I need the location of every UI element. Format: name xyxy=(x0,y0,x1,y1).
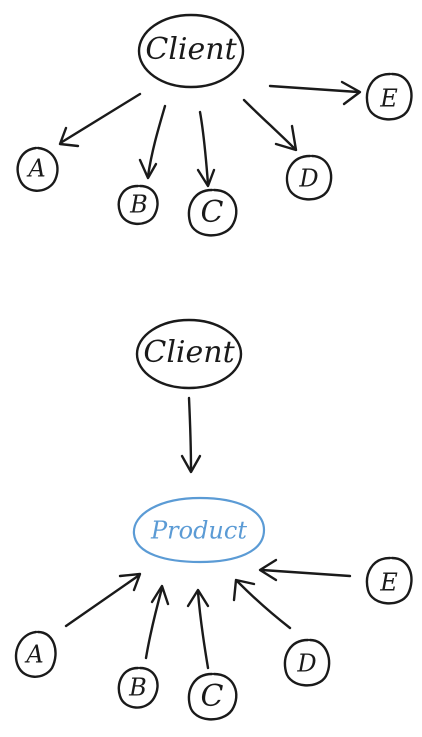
top-node-a-label: A xyxy=(26,155,45,183)
top-node-e: E xyxy=(365,72,413,121)
bottom-arrowhead-d xyxy=(232,578,256,602)
bottom-arrow-from-b xyxy=(144,586,164,660)
top-arrow-to-b xyxy=(146,104,167,178)
bottom-client-ellipse xyxy=(135,318,243,390)
bottom-node-a: A xyxy=(14,630,57,678)
top-arrowhead-e xyxy=(340,80,362,106)
top-arrowhead-a xyxy=(58,126,80,148)
bottom-arrowhead-c xyxy=(186,588,210,608)
top-arrow-to-e xyxy=(268,84,360,94)
bottom-arrow-from-d xyxy=(236,580,292,630)
top-arrow-to-a xyxy=(60,92,142,144)
bottom-client-label: Client xyxy=(143,335,235,370)
top-node-a-circle xyxy=(16,146,59,192)
bottom-node-d-circle xyxy=(283,638,331,687)
top-arrowhead-d xyxy=(274,124,298,152)
bottom-node-c-label: C xyxy=(201,679,224,714)
bottom-node-b-circle xyxy=(117,666,159,709)
top-node-d-label: D xyxy=(298,165,318,193)
bottom-node-d: D xyxy=(283,638,331,687)
top-arrow-to-c xyxy=(198,110,210,186)
bottom-node-a-circle xyxy=(14,630,57,678)
top-node-e-label: E xyxy=(379,85,398,113)
bottom-node-c-circle xyxy=(187,672,238,721)
top-node-c: C xyxy=(187,188,238,237)
bottom-arrows xyxy=(64,558,352,670)
bottom-product-node: Product xyxy=(132,496,266,564)
bottom-node-c: C xyxy=(187,672,238,721)
top-node-e-circle xyxy=(365,72,413,121)
bottom-node-e-label: E xyxy=(379,569,398,597)
bottom-product-ellipse xyxy=(132,496,266,564)
top-arrowhead-b xyxy=(138,158,158,180)
top-node-b-label: B xyxy=(129,191,148,219)
top-node-b-circle xyxy=(117,184,159,225)
top-arrow-to-d xyxy=(242,98,296,150)
bottom-node-e-circle xyxy=(365,556,413,605)
bottom-diagram: Client Product A B C D xyxy=(14,318,413,721)
top-client-node: Client xyxy=(137,13,245,89)
top-client-ellipse xyxy=(137,13,245,89)
bottom-arrowhead-e xyxy=(258,558,278,582)
top-node-b: B xyxy=(117,184,159,225)
bottom-node-b-label: B xyxy=(128,674,147,702)
bottom-node-e: E xyxy=(365,556,413,605)
bottom-arrow-client-to-product xyxy=(180,396,202,474)
bottom-client-node: Client xyxy=(135,318,243,390)
bottom-arrowhead-b xyxy=(150,584,170,606)
bottom-node-a-label: A xyxy=(24,641,43,669)
bottom-node-b: B xyxy=(117,666,159,709)
top-client-label: Client xyxy=(145,32,237,67)
bottom-product-label: Product xyxy=(150,517,247,545)
bottom-arrow-from-a xyxy=(64,574,140,628)
bottom-arrow-from-e xyxy=(260,568,352,578)
top-arrowhead-c xyxy=(196,168,216,188)
top-node-c-label: C xyxy=(201,195,224,230)
top-arrows xyxy=(58,80,362,188)
top-diagram: Client A B C D E xyxy=(16,13,413,237)
top-node-d-circle xyxy=(285,154,333,201)
bottom-arrow-shaft xyxy=(187,396,193,472)
top-node-a: A xyxy=(16,146,59,192)
bottom-arrowhead xyxy=(180,454,202,474)
top-node-d: D xyxy=(285,154,333,201)
top-node-c-circle xyxy=(187,188,238,237)
bottom-arrowhead-a xyxy=(118,572,142,592)
bottom-arrow-from-c xyxy=(196,590,210,670)
bottom-node-d-label: D xyxy=(296,650,316,678)
